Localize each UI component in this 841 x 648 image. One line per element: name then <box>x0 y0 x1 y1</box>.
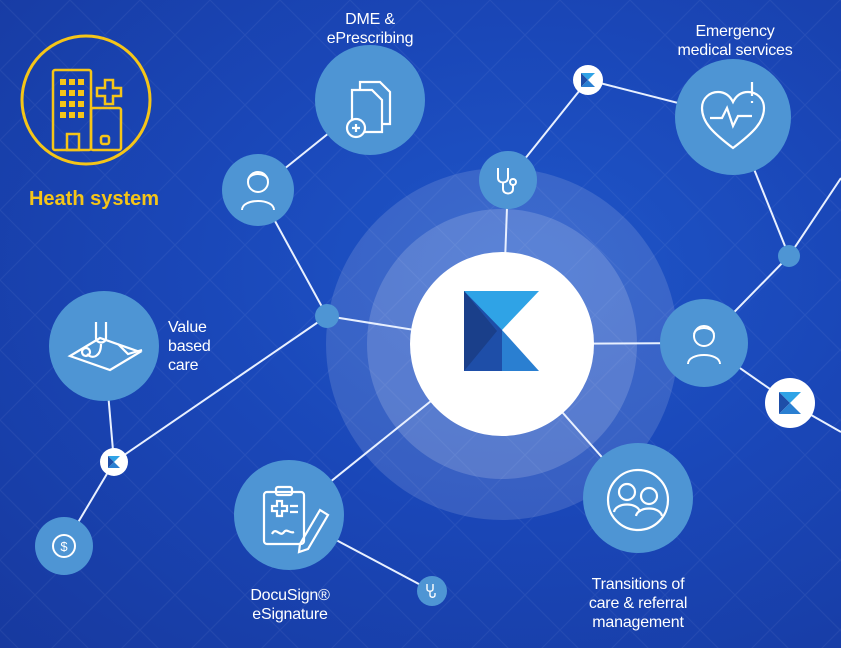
center-logo <box>410 252 594 436</box>
window-grid <box>60 79 84 118</box>
stethoscope-icon <box>426 584 436 598</box>
dme-label: DME & ePrescribing <box>326 11 414 47</box>
value-based-label: Value based care <box>168 319 211 374</box>
node-ems <box>675 59 791 175</box>
node-provider-right <box>660 299 748 387</box>
health-system-emblem <box>20 34 152 166</box>
docusign-label: DocuSign® eSignature <box>250 587 330 623</box>
k-badge <box>100 448 128 476</box>
stethoscope-map-icon <box>67 322 143 372</box>
k-badge <box>765 378 815 428</box>
ems-label: Emergency medical services <box>677 23 793 59</box>
documents-plus-icon <box>345 80 392 139</box>
node-stethoscope-small <box>417 576 447 606</box>
doctor-icon <box>241 171 275 211</box>
hospital-building-icon <box>51 68 123 152</box>
node-provider-left <box>222 154 294 226</box>
doctor-icon <box>687 325 721 365</box>
node-stethoscope-top <box>479 151 537 209</box>
clipboard-pen-icon <box>262 485 330 554</box>
heart-alert-icon <box>700 82 766 150</box>
patient-transfer-icon <box>606 468 670 532</box>
svg-text:$: $ <box>60 539 68 554</box>
node-payment: $ <box>35 517 93 575</box>
dollar-icon: $ <box>52 534 76 558</box>
node-value-based <box>49 291 159 401</box>
node-docusign <box>234 460 344 570</box>
junction-dot <box>778 245 800 267</box>
k-badge <box>573 65 603 95</box>
health-system-label: Heath system <box>28 188 160 210</box>
stethoscope-icon <box>497 168 517 195</box>
node-dme <box>315 45 425 155</box>
k-brand-logo <box>464 291 539 371</box>
node-transitions <box>583 443 693 553</box>
junction-dot <box>315 304 339 328</box>
transitions-label: Transitions of care & referral managemen… <box>588 576 688 631</box>
